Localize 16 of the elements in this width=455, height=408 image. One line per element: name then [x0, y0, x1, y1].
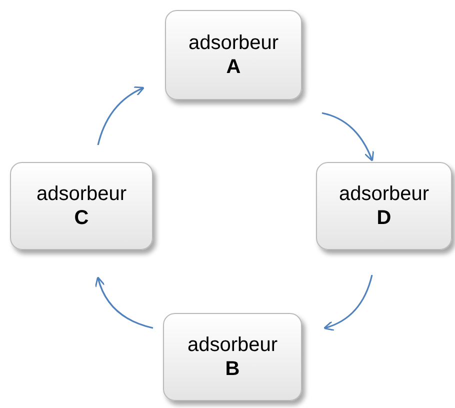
arrow — [322, 112, 374, 162]
node-label: adsorbeur — [338, 182, 430, 206]
node-letter: D — [376, 206, 392, 230]
node-label: adsorbeur — [187, 333, 278, 357]
node-letter: C — [74, 206, 89, 230]
arrow — [323, 274, 373, 331]
process-box — [316, 162, 452, 250]
node-label: adsorbeur — [36, 182, 127, 206]
arrow — [97, 86, 145, 146]
process-box — [163, 313, 302, 401]
node-letter: B — [225, 357, 240, 381]
node-letter: A — [226, 55, 241, 79]
process-box — [165, 10, 302, 100]
process-box — [10, 162, 153, 250]
arrow — [95, 276, 154, 329]
node-label: adsorbeur — [188, 31, 279, 55]
